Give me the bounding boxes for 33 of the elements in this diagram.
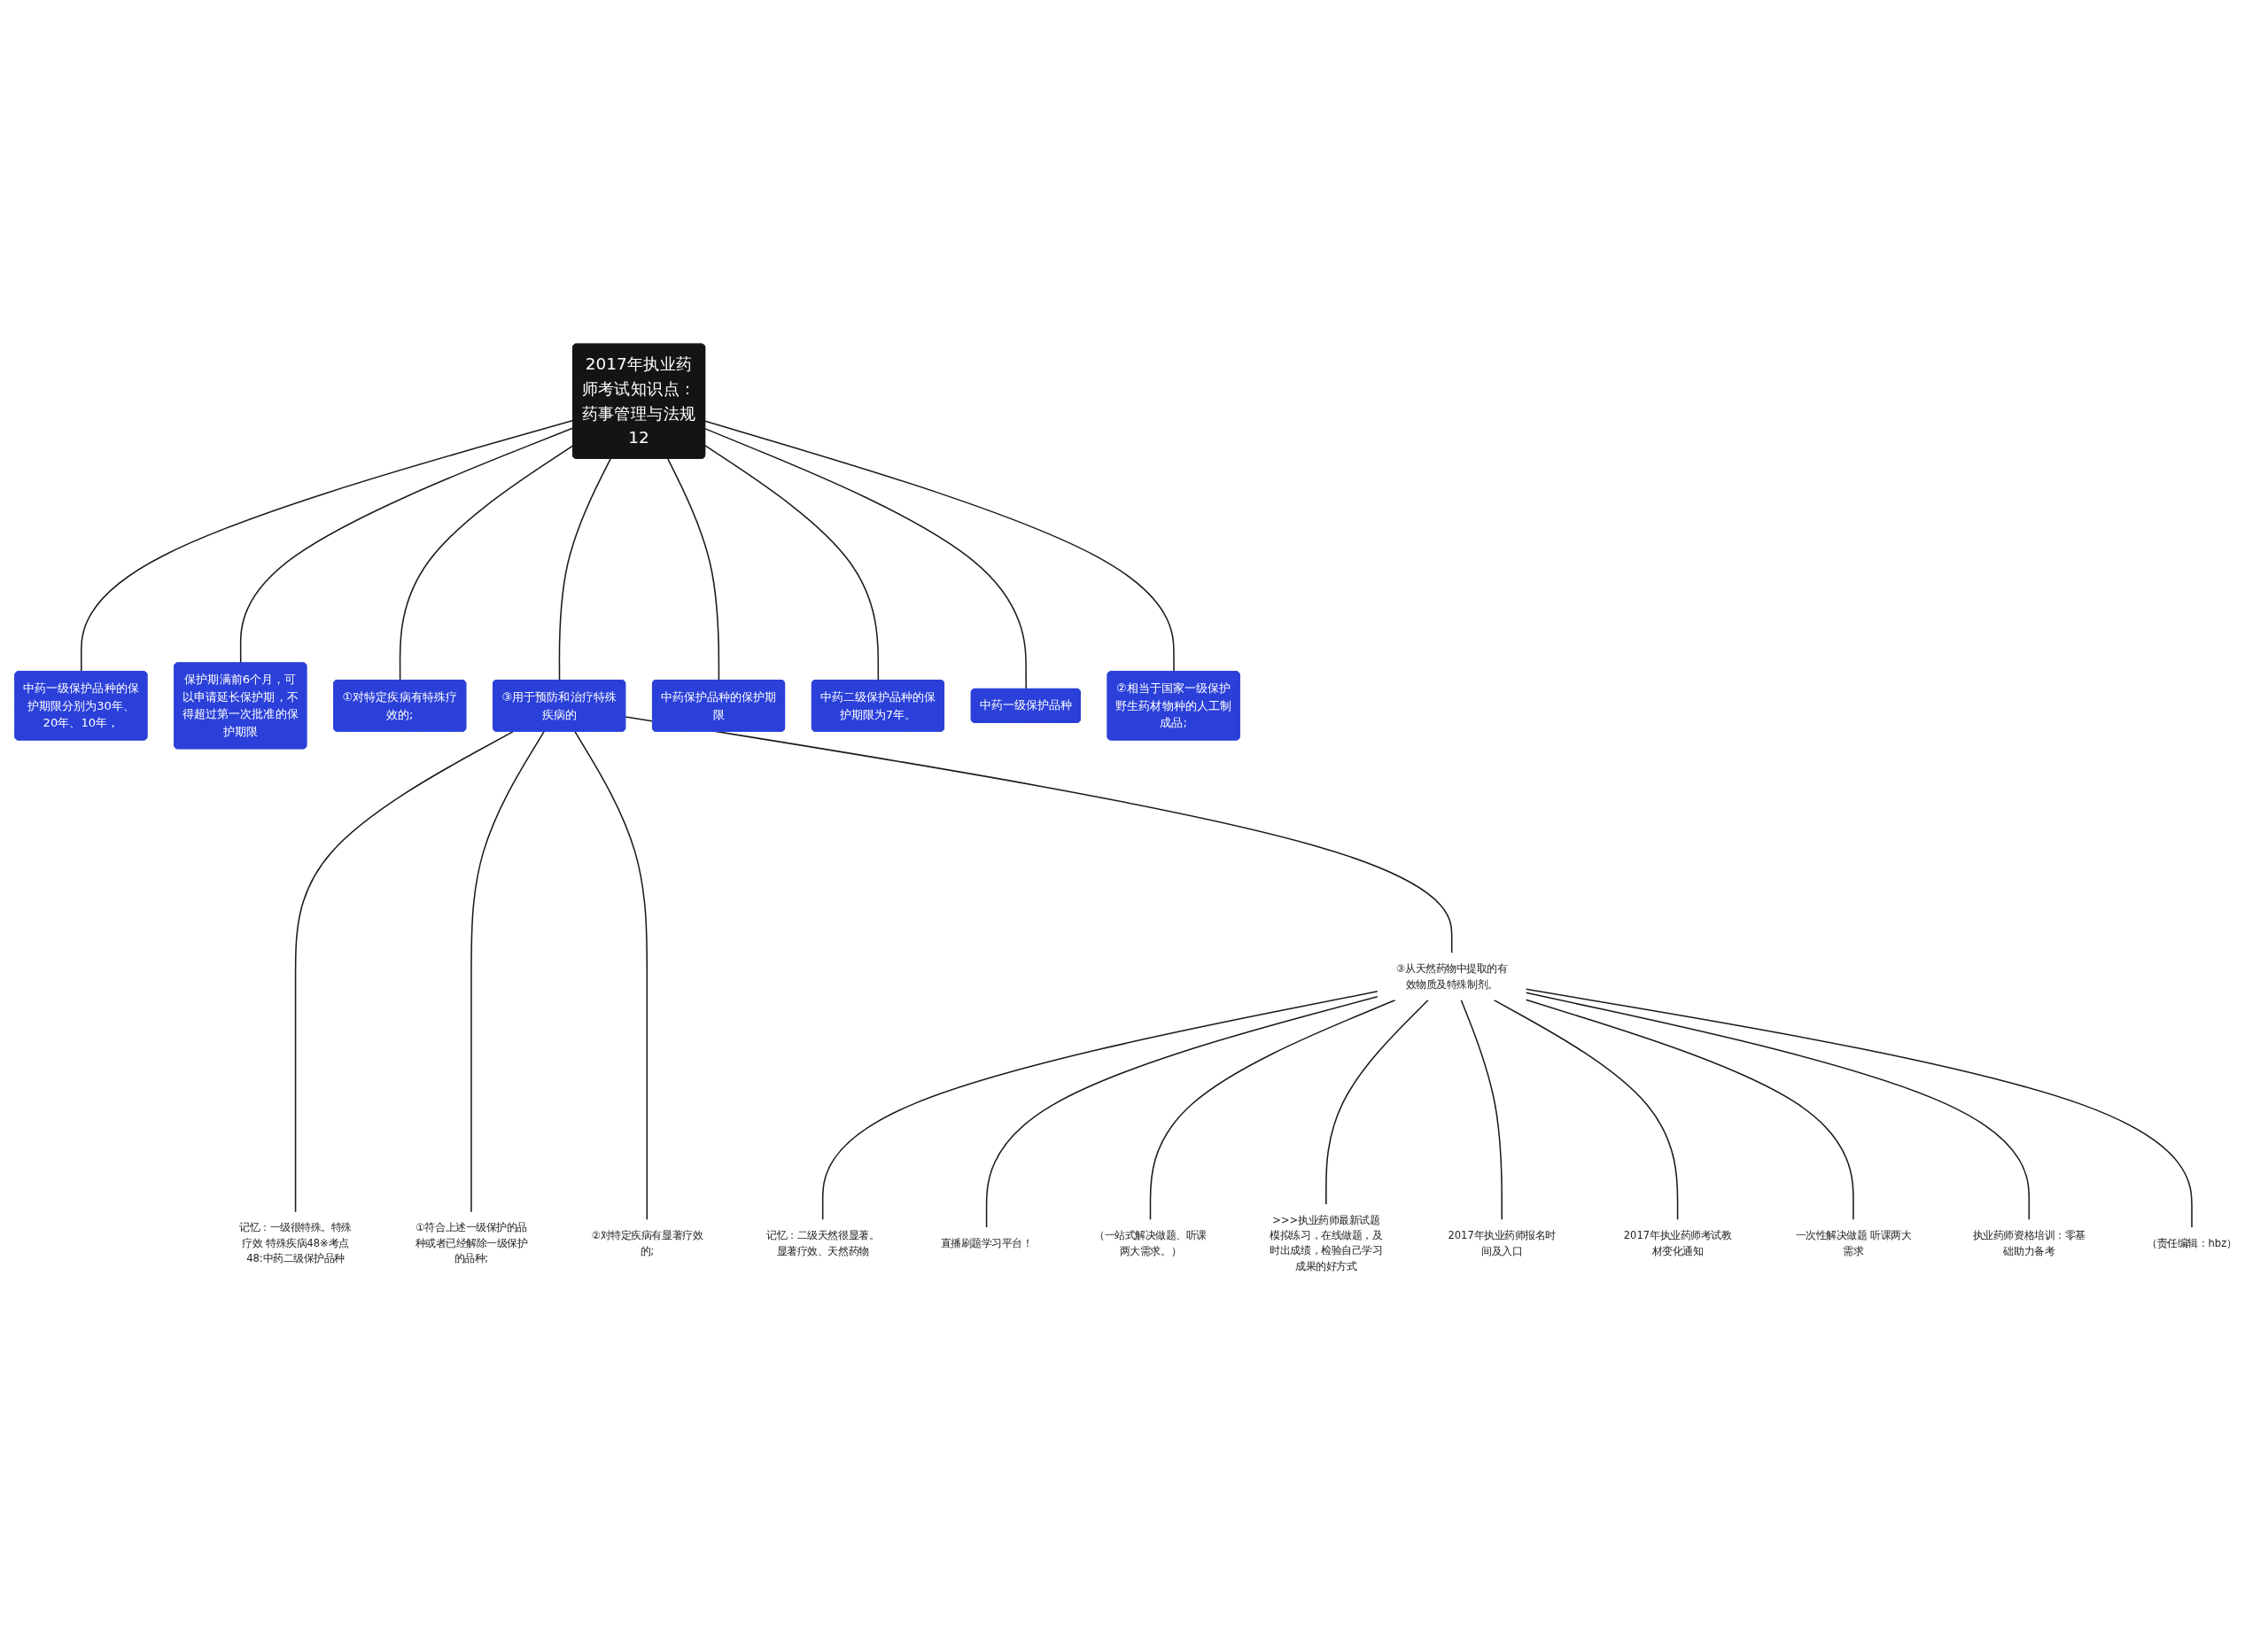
node-text: ①符合上述一级保护的品种或者已经解除一级保护的品种; [415, 1221, 528, 1265]
connector [704, 428, 1027, 690]
connector [399, 445, 574, 681]
connector [704, 445, 880, 681]
connector [1525, 992, 2031, 1221]
connector [558, 457, 611, 681]
connector [625, 716, 1453, 954]
connector [574, 730, 649, 1221]
node-text: >>>执业药师最新试题模拟练习，在线做题，及时出成绩，检验自己学习成果的好方式 [1270, 1213, 1383, 1272]
node-text: ②对特定疾病有显著疗效的; [591, 1229, 703, 1257]
node-text: 记忆：一级很特殊。特殊疗效 特殊疾病48※考点48:中药二级保护品种 [239, 1221, 353, 1265]
connector [704, 420, 1175, 673]
connector [1493, 999, 1679, 1221]
connector [1149, 999, 1396, 1221]
node-text: （一站式解决做题、听课两大需求。） [1094, 1229, 1207, 1257]
connector [1460, 999, 1503, 1221]
node-text: （责任编辑：hbz） [2147, 1236, 2237, 1249]
node-text: 直播刷题学习平台！ [940, 1236, 1033, 1249]
connector [667, 457, 720, 681]
node-text: 一次性解决做题 听课两大需求 [1795, 1229, 1912, 1257]
connector [80, 419, 574, 673]
node-text: 执业药师资格培训：零基础助力备考 [1972, 1229, 2085, 1257]
connector [1525, 988, 2193, 1228]
node-text: 记忆：二级天然很显著。显著疗效、天然药物 [766, 1229, 880, 1257]
connector [985, 995, 1379, 1228]
connector [294, 730, 514, 1213]
connector [1525, 999, 1854, 1221]
node-text: 2017年执业药师考试教材变化通知 [1623, 1229, 1732, 1257]
connector [470, 730, 545, 1213]
connector [821, 991, 1379, 1221]
node-text: 2017年执业药师报名时间及入口 [1448, 1229, 1557, 1257]
node-text: ③从天然药物中提取的有效物质及特殊制剂。 [1395, 962, 1508, 991]
connector [1325, 999, 1429, 1205]
